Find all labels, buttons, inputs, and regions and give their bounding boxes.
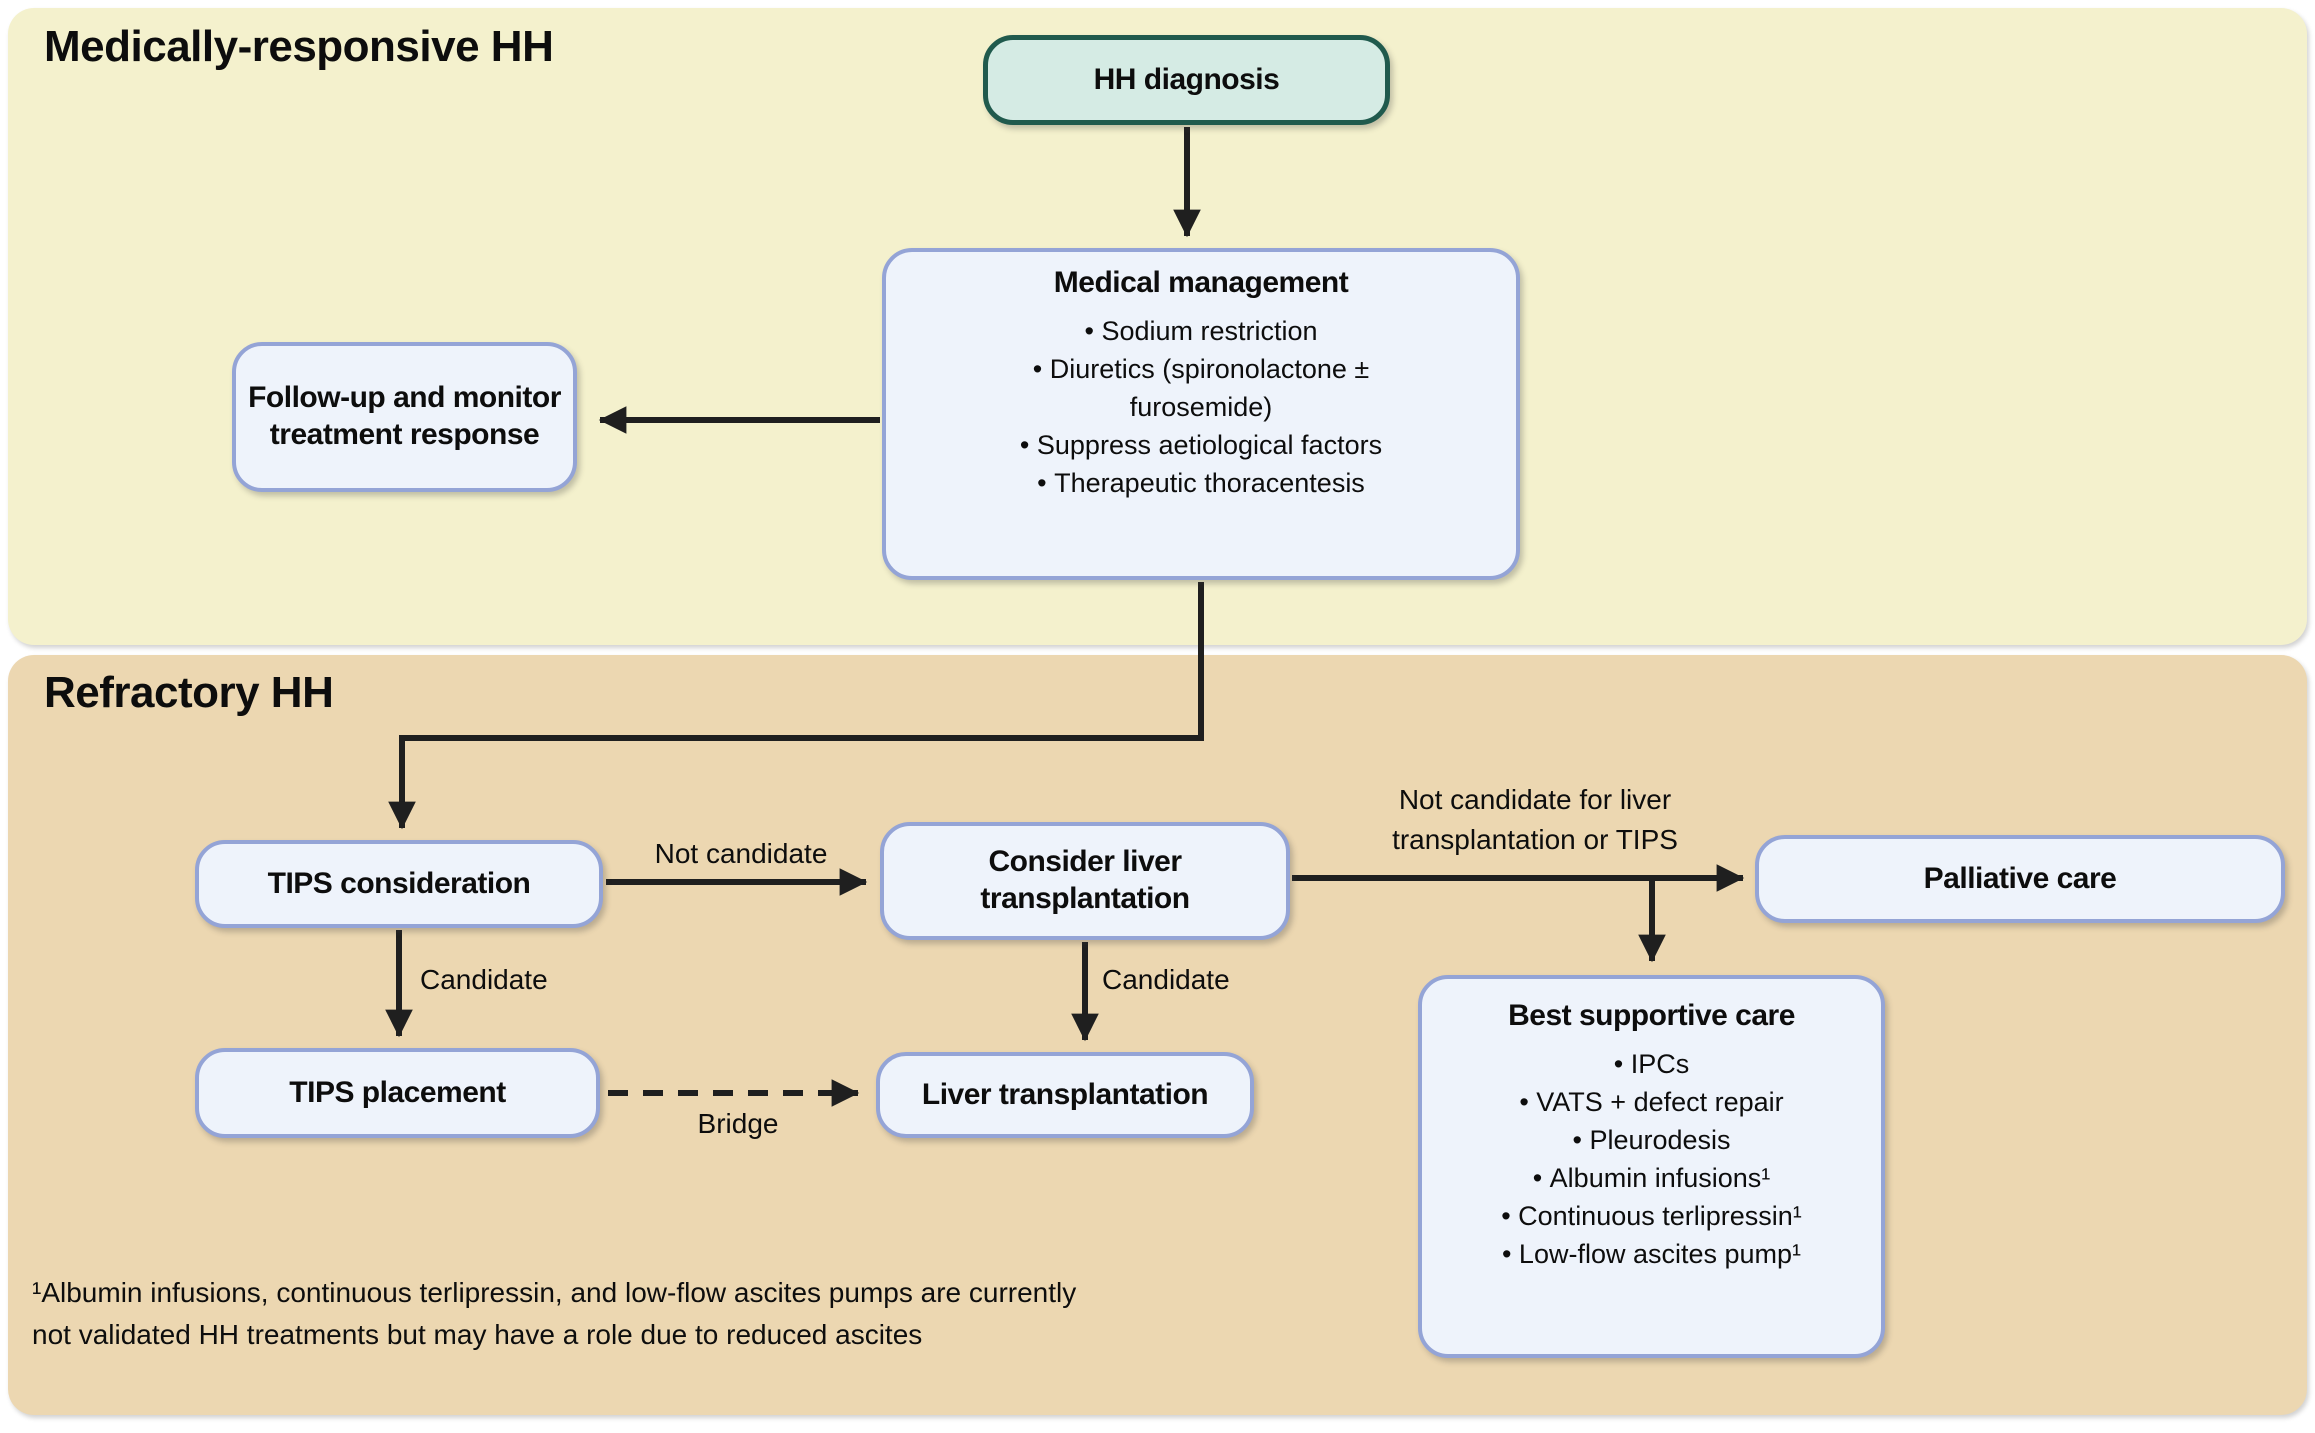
section-title-refractory: Refractory HH (44, 668, 334, 717)
node-liver-transplantation: Liver transplantation (876, 1052, 1254, 1138)
footnote: ¹Albumin infusions, continuous terlipres… (32, 1277, 1077, 1350)
node-liver-transplantation-label: Liver transplantation (921, 1077, 1209, 1111)
bullet-item: Low-flow ascites pump¹ (1442, 1235, 1862, 1273)
bullet-item: Suppress aetiological factors (986, 426, 1416, 464)
label-candidate-tips: Candidate (420, 964, 548, 995)
node-tips-placement: TIPS placement (195, 1048, 600, 1138)
node-follow-up: Follow-up and monitor treatment response (232, 342, 577, 492)
bullet-item: Diuretics (spironolactone ± furosemide) (986, 350, 1416, 426)
node-medical-management-title: Medical management (1053, 266, 1349, 299)
node-best-supportive-care: Best supportive care IPCsVATS + defect r… (1418, 975, 1885, 1358)
bullet-item: Albumin infusions¹ (1442, 1159, 1862, 1197)
node-medical-management: Medical management Sodium restrictionDiu… (882, 248, 1520, 580)
label-not-candidate: Not candidate (654, 838, 828, 869)
node-tips-consideration: TIPS consideration (195, 840, 603, 928)
node-tips-consideration-label: TIPS consideration (267, 866, 531, 900)
node-palliative-care-label: Palliative care (1923, 861, 2117, 895)
node-hh-diagnosis-label: HH diagnosis (1093, 62, 1280, 96)
label-bridge: Bridge (697, 1108, 779, 1139)
arrow-medical-to-tips-consideration (388, 582, 1204, 830)
node-follow-up-label: Follow-up and monitor treatment response (248, 381, 561, 451)
bullet-item: Therapeutic thoracentesis (986, 464, 1416, 502)
bullet-item: IPCs (1442, 1045, 1862, 1083)
bullet-item: Pleurodesis (1442, 1121, 1862, 1159)
node-palliative-care: Palliative care (1755, 835, 2285, 923)
node-tips-placement-label: TIPS placement (289, 1075, 506, 1109)
node-consider-liver-transplantation-label: Consider liver transplantation (980, 845, 1190, 915)
section-title-medically-responsive: Medically-responsive HH (44, 22, 554, 71)
label-not-candidate-liver-or-tips: Not candidate for liver transplantation … (1392, 784, 1678, 855)
label-candidate-liver: Candidate (1102, 964, 1230, 995)
bullet-item: Continuous terlipressin¹ (1442, 1197, 1862, 1235)
node-consider-liver-transplantation: Consider liver transplantation (880, 822, 1290, 940)
bullet-item: VATS + defect repair (1442, 1083, 1862, 1121)
medical-management-bullet-list: Sodium restrictionDiuretics (spironolact… (986, 312, 1416, 502)
best-supportive-care-bullet-list: IPCsVATS + defect repairPleurodesisAlbum… (1442, 1045, 1862, 1273)
node-hh-diagnosis: HH diagnosis (983, 35, 1390, 125)
node-best-supportive-care-title: Best supportive care (1508, 999, 1795, 1032)
bullet-item: Sodium restriction (986, 312, 1416, 350)
